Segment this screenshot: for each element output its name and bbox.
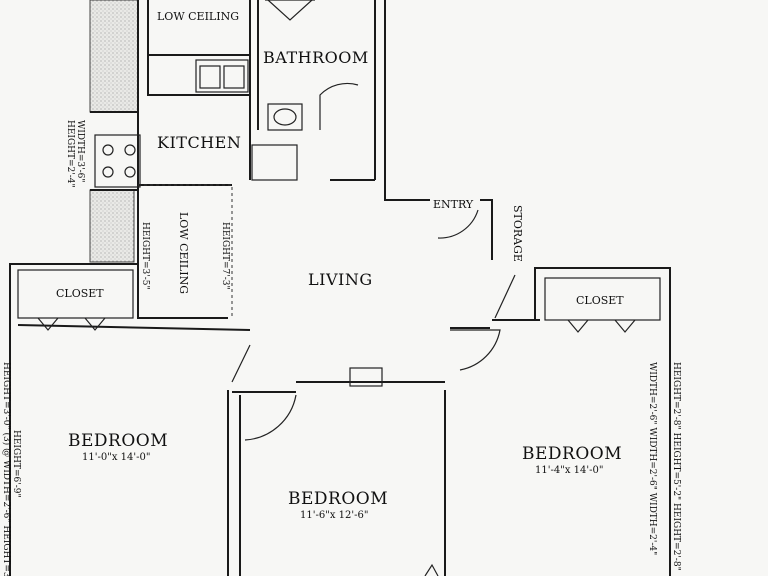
bathroom-fixtures [267,82,359,131]
low-ceiling-height-note-1: HEIGHT=3'-5" [140,222,150,290]
living-label: LIVING [308,270,373,289]
storage-label: STORAGE [511,205,524,262]
closet-right-label: CLOSET [576,294,624,307]
exterior-wall-hatch-mid [89,189,135,263]
bedroom-left-size: 11'-0"x 14'-0" [82,452,150,463]
bedroom-left-label: BEDROOM [68,431,168,451]
left-windows-note: HEIGHT=3'-0" (3) @ WIDTH=2'-6" HEIGHT=3'… [1,362,12,576]
walls [9,0,671,576]
door-swings [37,209,636,576]
kitchen-fixtures [94,59,298,188]
right-windows-note-2: WIDTH=2'-6" WIDTH=2'-6" WIDTH=2'-4" [647,362,657,555]
closet-left-label: CLOSET [56,287,104,300]
right-windows-note-1: HEIGHT=2'-8" HEIGHT=5'-2" HEIGHT=2'-8" [671,362,681,571]
entry-label: ENTRY [433,198,474,211]
exterior-wall-hatch-top [89,0,139,113]
low-ceiling-top-label: LOW CEILING [157,10,239,23]
kitchen-window-height-note: HEIGHT=2'-4" [65,120,75,188]
low-ceiling-height-note-2: HEIGHT=7'-3" [220,222,230,290]
low-ceiling-side-label: LOW CEILING [177,212,190,294]
bedroom-right-size: 11'-4"x 14'-0" [535,465,603,476]
bedroom-center-size: 11'-6"x 12'-6" [300,510,368,521]
bedroom-center-label: BEDROOM [288,489,388,509]
left-windows-note-2: HEIGHT=6'-9" [11,430,21,498]
bedroom-right-label: BEDROOM [522,444,622,464]
kitchen-label: KITCHEN [157,133,241,152]
bathroom-label: BATHROOM [263,48,369,67]
kitchen-window-width-note: WIDTH=3'-6" [75,120,85,183]
low-ceiling-outline [138,184,233,318]
